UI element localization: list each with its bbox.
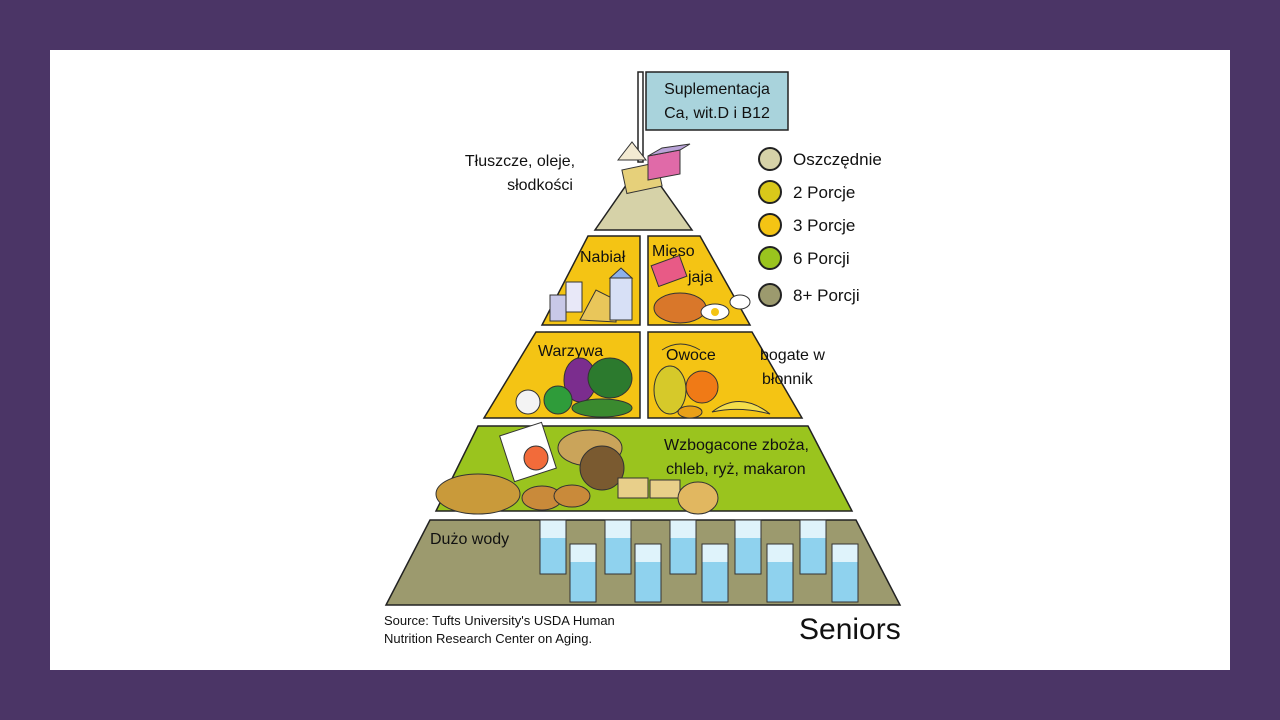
- slide: Suplementacja Ca, wit.D i B12 Tłuszcze, …: [50, 50, 1230, 670]
- flag-line1: Suplementacja: [664, 81, 770, 98]
- tier-fiber-label-line2: błonnik: [762, 371, 814, 388]
- tier-veg-fruit: Warzywa Owoce bogate w błonnik: [482, 331, 825, 419]
- glass-icon: [734, 519, 762, 575]
- legend-item-6-servings: 6 Porcji: [758, 246, 850, 270]
- meat-eggs-icon: [650, 254, 751, 324]
- tier-dairy-meat: Nabiał Mięso jaja: [540, 235, 752, 326]
- tier-fats-label-line2: słodkości: [507, 177, 573, 194]
- legend-swatch: [758, 147, 782, 171]
- tier-fats-label-line1: Tłuszcze, oleje,: [465, 153, 575, 170]
- flag-banner: [645, 71, 789, 131]
- source-line1: Source: Tufts University's USDA Human: [384, 613, 615, 628]
- legend: Oszczędnie 2 Porcje 3 Porcje 6 Porcji 8+…: [758, 147, 882, 307]
- glass-icon: [799, 519, 827, 575]
- tier-water: Dużo wody: [384, 519, 902, 606]
- glass-icon: [634, 543, 662, 603]
- legend-item-2-servings: 2 Porcje: [758, 180, 855, 204]
- glass-icon: [604, 519, 632, 575]
- glass-icon: [569, 543, 597, 603]
- legend-label: 6 Porcji: [793, 249, 850, 268]
- legend-item-8-plus-servings: 8+ Porcji: [758, 283, 860, 307]
- glass-icon: [669, 519, 697, 575]
- dairy-products-icon: [549, 267, 634, 323]
- source-line2: Nutrition Research Center on Aging.: [384, 631, 592, 646]
- tier-meat-label-line1: Mięso: [652, 243, 695, 260]
- fruits-icon: [653, 343, 771, 419]
- tier-vegetables-label: Warzywa: [538, 343, 603, 360]
- legend-label: Oszczędnie: [793, 150, 882, 169]
- tier-grains: Wzbogacone zboża, chleb, ryż, makaron: [434, 421, 854, 515]
- flag-pole: [637, 71, 644, 163]
- glass-icon: [539, 519, 567, 575]
- vegetables-icon: [515, 357, 633, 418]
- supplement-flag: Suplementacja Ca, wit.D i B12: [637, 71, 789, 163]
- legend-item-3-servings: 3 Porcje: [758, 213, 855, 237]
- legend-swatch: [758, 213, 782, 237]
- glass-icon: [831, 543, 859, 603]
- legend-label: 2 Porcje: [793, 183, 855, 202]
- tier-fruits-label: Owoce: [666, 347, 716, 364]
- glass-icon: [701, 543, 729, 603]
- sweets-icon: [616, 141, 691, 195]
- water-glasses-icon: [539, 519, 859, 603]
- legend-swatch: [758, 180, 782, 204]
- tier-fats: Tłuszcze, oleje, słodkości: [465, 141, 694, 231]
- tier-grains-label-line2: chleb, ryż, makaron: [666, 461, 806, 478]
- tier-water-label: Dużo wody: [430, 531, 509, 548]
- tier-fruit-shape: [647, 331, 804, 419]
- legend-label: 3 Porcje: [793, 216, 855, 235]
- food-pyramid-diagram: Suplementacja Ca, wit.D i B12 Tłuszcze, …: [384, 71, 902, 646]
- legend-label: 8+ Porcji: [793, 286, 860, 305]
- legend-item-sparingly: Oszczędnie: [758, 147, 882, 171]
- grains-icon: [435, 421, 719, 515]
- tier-grains-label-line1: Wzbogacone zboża,: [664, 437, 809, 454]
- tier-dairy-label: Nabiał: [580, 249, 626, 266]
- tier-fiber-label-line1: bogate w: [760, 347, 825, 364]
- brand-seniors: Seniors: [799, 613, 901, 646]
- flag-line2: Ca, wit.D i B12: [664, 105, 770, 122]
- legend-swatch: [758, 283, 782, 307]
- legend-swatch: [758, 246, 782, 270]
- glass-icon: [766, 543, 794, 603]
- tier-meat-label-line2: jaja: [687, 269, 713, 286]
